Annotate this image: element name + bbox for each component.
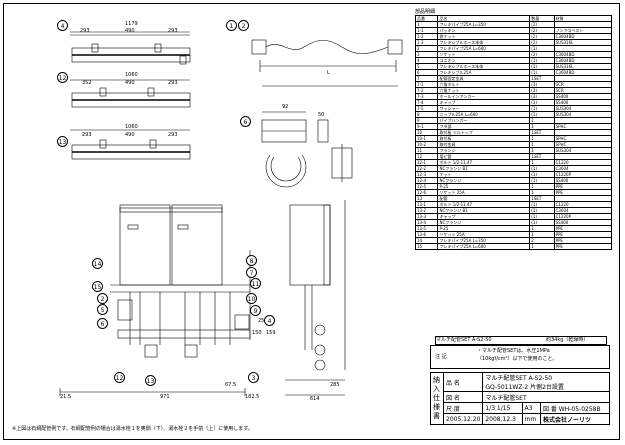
note-line-2: （10kgf/cm²）以下で使用のこと。	[477, 356, 558, 362]
dim-150: 150	[252, 330, 262, 336]
scale-label: 尺 度	[442, 402, 484, 414]
dim-293: 293	[80, 28, 90, 34]
dim-50: 50	[318, 112, 325, 118]
dim-490: 490	[125, 28, 135, 34]
dim-285: 285	[330, 382, 340, 388]
dim-L: L	[327, 70, 330, 76]
name-value-line-1: マルチ配管SET A-S2-50	[485, 375, 553, 382]
dim-971: 971	[160, 394, 170, 400]
date-1: 2005.12.20	[442, 413, 484, 425]
dim-21-5: 21.5	[60, 394, 72, 400]
balloon-4: 4	[264, 315, 275, 326]
dim-67-5: 67.5	[225, 382, 237, 388]
balloon-8: 8	[246, 255, 257, 266]
dim-293d: 293	[82, 132, 92, 138]
balloon-9: 9	[250, 305, 261, 316]
scale-value: 1/3 1/15	[482, 402, 523, 414]
dim-614: 614	[310, 396, 320, 402]
name-label: 品 名	[442, 372, 484, 392]
balloon-15: 15	[92, 281, 103, 292]
parts-cell: 1	[529, 243, 555, 250]
dim-293c: 293	[168, 80, 178, 86]
drawing-value: マルチ配管SET	[482, 391, 610, 403]
balloon-13: 13	[145, 375, 156, 386]
dim-352: 352	[82, 80, 92, 86]
drawing-label: 図 名	[442, 391, 484, 403]
approval-label: 納入仕様書	[430, 372, 444, 425]
dim-1060: 1060	[125, 72, 138, 78]
drawing-no: 図 番 WH-05-0258B	[539, 402, 611, 414]
balloon-12: 12	[114, 372, 125, 383]
balloon-6: 6	[97, 318, 108, 329]
parts-cell: フレキパイプ25A L=600	[437, 243, 531, 250]
dim-293e: 293	[168, 132, 178, 138]
model-strip-left: マルチ配管SET A-S2-50	[436, 337, 492, 343]
dim-1179: 1179	[125, 21, 138, 27]
dim-182-5: 182.5	[245, 394, 260, 400]
title-block: 納入仕様書 品 名 マルチ配管SET A-S2-50 GQ-5011WZ-2 片…	[430, 372, 611, 425]
company-name: 株式会社ノーリツ	[539, 413, 611, 425]
balloon-2: 2	[97, 293, 108, 304]
size-value: A3	[521, 402, 541, 414]
name-value-line-2: GQ-5011WZ-2 片側2台設置	[485, 384, 564, 391]
drawing-no-label: 図 番	[542, 405, 557, 413]
name-value: マルチ配管SET A-S2-50 GQ-5011WZ-2 片側2台設置	[482, 372, 610, 392]
note-line-1: ・マルチ配管SETは、水圧1MPa	[477, 348, 550, 354]
date-2: 2008.12.3	[482, 413, 523, 425]
balloon-5: 5	[97, 304, 108, 315]
parts-cell: 15	[414, 243, 439, 250]
balloon-12-top: 12	[57, 72, 68, 83]
balloon-1: 1	[226, 20, 237, 31]
dim-490c: 490	[125, 132, 135, 138]
balloon-4-top: 4	[57, 20, 68, 31]
parts-table-title: 部品明細	[415, 9, 436, 15]
drawing-no-value: WH-05-0258B	[558, 405, 601, 413]
balloon-7: 7	[246, 267, 257, 278]
dim-293b: 293	[168, 28, 178, 34]
balloon-6-top: 6	[240, 116, 251, 127]
balloon-11: 11	[250, 278, 261, 289]
dim-250: 250	[258, 318, 268, 324]
dim-92: 92	[282, 104, 289, 110]
drawing-sheet	[3, 3, 620, 440]
note-box: 注 記 ・マルチ配管SETは、水圧1MPa （10kgf/cm²）以下で使用のこ…	[430, 345, 610, 369]
model-strip: マルチ配管SET A-S2-50 約34kg（乾燥時）	[435, 336, 607, 345]
dim-490b: 490	[125, 80, 135, 86]
bottom-note: ※上図は石綱配管例です。石綱配管例の場合は湯水栓１を奥側（下）、湯水栓２を手前（…	[12, 426, 253, 432]
balloon-2-top: 2	[238, 20, 249, 31]
model-strip-right: 約34kg（乾燥時）	[546, 337, 589, 343]
note-label: 注 記	[435, 354, 447, 360]
balloon-14: 14	[92, 258, 103, 269]
balloon-3: 3	[248, 372, 259, 383]
dim-159: 159	[266, 330, 276, 336]
parts-cell: PPE	[553, 243, 613, 250]
balloon-10: 10	[246, 293, 257, 304]
dim-1060b: 1060	[125, 124, 138, 130]
unit-value: mm	[521, 413, 541, 425]
balloon-13-top: 13	[57, 136, 68, 147]
